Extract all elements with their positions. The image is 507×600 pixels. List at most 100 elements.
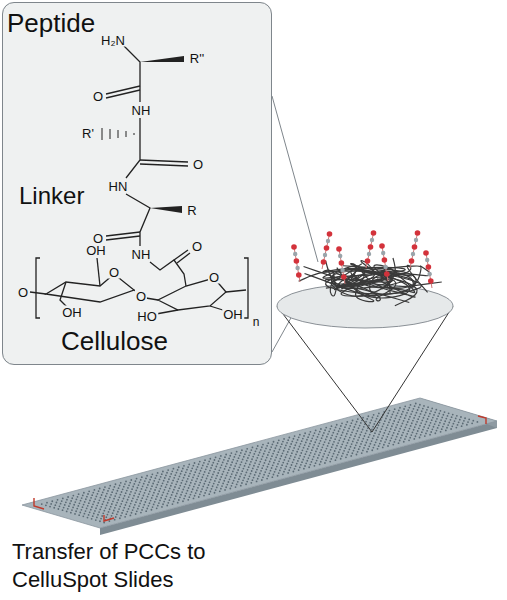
spot [425,433,427,435]
spot [340,446,342,448]
spot [132,486,134,488]
spot [299,467,301,469]
spot [429,434,431,436]
atom-label: R' [81,127,95,140]
spot [403,429,405,431]
spot [340,458,342,460]
spot [151,497,153,499]
atom-label: OH [85,244,107,257]
spot [386,415,388,417]
spot [385,418,387,420]
spot [215,477,217,479]
spot [87,517,89,519]
spot [136,499,138,501]
spot [252,467,254,469]
spot [96,516,98,518]
spot [306,460,308,462]
spot [398,410,400,412]
spot [382,426,384,428]
spot [320,449,322,451]
spot [357,439,359,441]
spot [339,428,341,430]
spot [170,497,172,499]
spot [115,516,117,518]
spot [224,468,226,470]
spot [204,459,206,461]
spot [249,452,251,454]
spot [98,490,100,492]
spot [322,435,324,437]
spot [71,497,73,499]
spot [226,484,228,486]
spot [451,416,453,418]
spot [336,457,338,459]
spot [204,471,206,473]
spot [427,427,429,429]
spot [105,495,107,497]
spot [463,420,465,422]
spot [98,511,100,513]
spot [174,498,176,500]
spot [126,490,128,492]
spot [150,500,152,502]
spot [325,459,327,461]
spot [176,493,178,495]
spot [350,446,352,448]
spot [271,455,273,457]
spot [356,430,358,432]
spot [406,412,408,414]
spot [75,510,77,512]
spot [372,438,374,440]
spot [143,483,145,485]
spot [426,430,428,432]
spot [402,423,404,425]
spot [185,492,187,494]
spot [410,413,412,415]
spot [88,502,90,504]
spot [440,431,442,433]
spot [345,456,347,458]
spot [135,489,137,491]
spot [417,430,419,432]
amino-bead [411,252,415,256]
spot [314,453,316,455]
spot [111,515,113,517]
spot [315,462,317,464]
spot [304,432,306,434]
spot [471,422,473,424]
spot [162,503,164,505]
spot [354,447,356,449]
spot [208,461,210,463]
spot [189,484,191,486]
spot [233,468,235,470]
spot [138,493,140,495]
spot [443,423,445,425]
spot [255,450,257,452]
spot [187,499,189,501]
spot [106,505,108,507]
spot [320,461,322,463]
spot [406,433,408,435]
spot [378,413,380,415]
spot [250,482,252,484]
spot [291,440,293,442]
spot [325,427,327,429]
spot [206,487,208,489]
spot [270,458,272,460]
spot [338,440,340,442]
spot [182,500,184,502]
spot [129,505,131,507]
spot [321,437,323,439]
spot [209,491,211,493]
spot [91,506,93,508]
spot [438,424,440,426]
spot [121,500,123,502]
spot [276,445,278,447]
amino-bead [423,250,429,256]
spot [194,462,196,464]
spot [187,478,189,480]
spot [158,490,160,492]
spot [346,433,348,435]
spot [283,438,285,440]
spot [268,451,270,453]
